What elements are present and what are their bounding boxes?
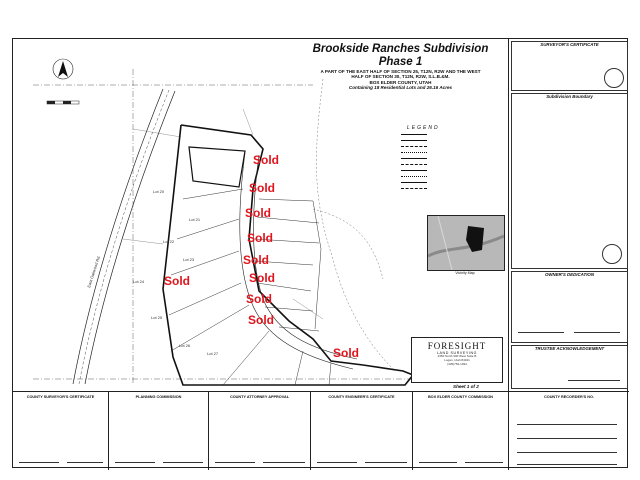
right-certificates-column: SURVEYOR'S CERTIFICATE Subdivision Bound… [508,39,629,391]
plat-desc-4: Containing 18 Residential Lots and 26.16… [348,85,453,91]
legend-row [401,185,501,191]
scale-bar-icon [46,100,80,105]
legend-row [401,161,501,167]
legend-row [401,143,501,149]
legend [401,131,501,191]
trustee-acknowledgement-box: TRUSTEE ACKNOWLEDGEMENT [511,345,628,389]
lot-label: Lot 27 [207,351,219,356]
lot-label: Lot 23 [183,257,195,262]
surveyor-certificate-box: SURVEYOR'S CERTIFICATE [511,41,628,91]
plat-phase: Phase 1 [378,56,423,68]
subdivision-boundary-heading: Subdivision Boundary [546,94,593,99]
legend-row [401,155,501,161]
lot-label: Lot 21 [189,217,201,222]
surveyor-address-2: Logan, Utah 84341 [444,357,470,362]
bottom-certificates-row: COUNTY SURVEYOR'S CERTIFICATE PLANNING C… [13,391,629,470]
legend-row [401,137,501,143]
cert-heading: PLANNING COMMISSION [135,395,182,399]
owners-dedication-heading: OWNER'S DEDICATION [544,272,594,277]
surveyor-company-sub: LAND SURVEYING [436,351,478,355]
plat-desc-3: BOX ELDER COUNTY, UTAH [369,79,432,85]
county-attorney-approval: COUNTY ATTORNEY APPROVAL [209,392,311,470]
legend-row [401,179,501,185]
surveyor-company-name: FORESIGHT [427,341,487,351]
owners-dedication-box: OWNER'S DEDICATION [511,271,628,343]
cert-heading: BOX ELDER COUNTY COMMISSION [427,395,494,399]
sheet-number: Sheet 1 of 2 [453,384,479,389]
surveyor-seal-icon [604,68,624,88]
vicinity-map-caption: Vicinity Map [455,271,475,275]
vicinity-map-image [428,216,504,270]
county-recorder-box: COUNTY RECORDER'S NO. [509,392,629,470]
plat-desc-2: HALF OF SECTION 30, T12N, R2W, S.L.B.&M. [351,74,450,80]
cert-heading: COUNTY RECORDER'S NO. [544,395,594,399]
lot-label: Lot 22 [163,239,175,244]
vicinity-map [427,215,505,271]
lot-label: Lot 20 [153,189,165,194]
lot-label: Lot 24 [133,279,145,284]
sold-stamp: Sold [249,271,275,285]
plat-sheet: Brookside Ranches Subdivision Phase 1 A … [12,38,629,470]
surveyor-logo-box: FORESIGHT LAND SURVEYING 2350 North 300 … [411,337,503,383]
legend-title: LEGEND [407,125,440,131]
subdivision-boundary-box: Subdivision Boundary [511,93,628,269]
cert-heading: COUNTY ATTORNEY APPROVAL [229,395,290,399]
legend-row [401,167,501,173]
surveyor-certificate-heading: SURVEYOR'S CERTIFICATE [540,42,599,47]
county-surveyor-certificate: COUNTY SURVEYOR'S CERTIFICATE [13,392,109,470]
legend-row [401,149,501,155]
county-engineer-certificate: COUNTY ENGINEER'S CERTIFICATE [311,392,413,470]
surveyor-phone: (435)752-1934 [447,361,467,366]
plat-drawing: Brookside Ranches Subdivision Phase 1 A … [13,39,508,391]
surveyor-stamp-icon [602,244,622,264]
sold-stamp: Sold [247,231,273,245]
sold-stamp: Sold [248,313,274,327]
legend-row [401,173,501,179]
sold-stamp: Sold [249,181,275,195]
sold-stamp: Sold [253,153,279,167]
plat-title: Brookside Ranches Subdivision [312,43,489,55]
county-commission-certificate: BOX ELDER COUNTY COMMISSION [413,392,509,470]
lot-label: Lot 26 [179,343,191,348]
plat-linework [33,58,503,386]
planning-commission-certificate: PLANNING COMMISSION [109,392,209,470]
plat-desc-1: A PART OF THE EAST HALF OF SECTION 25, T… [320,69,481,74]
surveyor-address-1: 2350 North 300 West Suite B [437,354,477,358]
sold-stamp: Sold [333,346,359,360]
cert-heading: COUNTY ENGINEER'S CERTIFICATE [328,395,395,399]
lot-label: Lot 25 [151,315,163,320]
sold-stamp: Sold [246,292,272,306]
cert-heading: COUNTY SURVEYOR'S CERTIFICATE [26,395,95,399]
sold-stamp: Sold [243,253,269,267]
trustee-acknowledgement-heading: TRUSTEE ACKNOWLEDGEMENT [534,346,605,351]
north-arrow-icon [52,58,74,80]
legend-row [401,131,501,137]
sold-stamp: Sold [164,274,190,288]
plat-title-block: Brookside Ranches Subdivision Phase 1 A … [293,43,508,91]
sold-stamp: Sold [245,206,271,220]
